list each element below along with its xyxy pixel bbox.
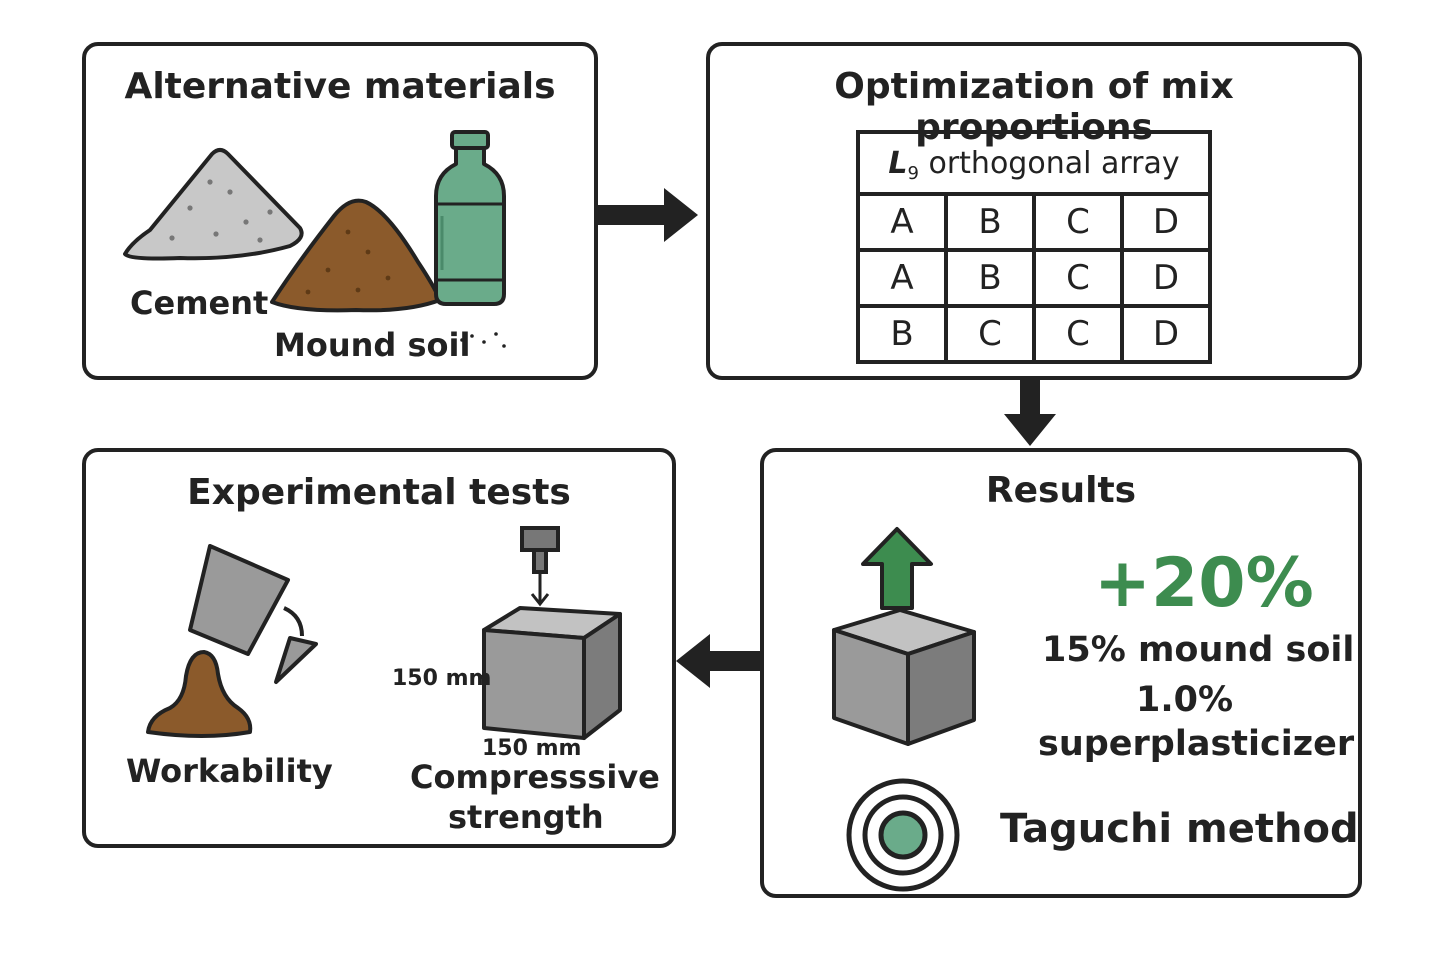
panel-title-tests: Experimental tests <box>187 472 571 513</box>
arrow-left-icon <box>676 634 764 688</box>
concrete-cube-icon <box>832 608 976 746</box>
table-cell: C <box>1032 248 1124 308</box>
plastic-bottle-icon <box>434 130 506 306</box>
green-up-arrow-icon <box>861 527 933 610</box>
compression-press-icon <box>520 526 560 607</box>
table-cell: B <box>856 304 948 364</box>
dimension-width-label: 150 mm <box>482 736 582 761</box>
target-icon <box>846 778 960 892</box>
array-title: orthogonal array <box>918 145 1180 181</box>
table-row: A B C D <box>856 192 1212 252</box>
table-cell: A <box>856 248 948 308</box>
dimension-height-label: 150 mm <box>392 666 492 691</box>
table-cell: D <box>1120 248 1212 308</box>
cement-pile-icon <box>123 148 304 261</box>
slump-heap-icon <box>146 650 253 738</box>
increase-percent: +20% <box>1094 544 1314 623</box>
l9-orthogonal-array-table: L9 orthogonal array A B C D A B C D B C … <box>856 130 1212 364</box>
panel-alternative-materials: Alternative materials Cement Mound soil <box>82 42 598 380</box>
arrow-right-icon <box>596 188 698 242</box>
mound-soil-pile-icon <box>270 198 442 313</box>
result-percent: 1.0% <box>1136 680 1234 720</box>
table-cell: C <box>1032 304 1124 364</box>
table-cell: B <box>944 192 1036 252</box>
table-cell: B <box>944 248 1036 308</box>
panel-title-results: Results <box>985 470 1137 511</box>
panel-title-materials: Alternative materials <box>124 66 556 107</box>
table-cell: A <box>856 192 948 252</box>
table-cell: C <box>944 304 1036 364</box>
array-symbol: L <box>888 145 908 181</box>
array-subscript: 9 <box>907 162 919 184</box>
arrow-down-icon <box>1004 378 1056 446</box>
strength-label: strength <box>448 798 604 836</box>
result-mound-soil: 15% mound soil <box>1042 630 1355 670</box>
soil-specks-icon <box>460 332 506 348</box>
taguchi-method-label: Taguchi method <box>1000 806 1359 852</box>
panel-experimental-tests: Experimental tests Workability 150 mm 15… <box>82 448 676 848</box>
table-row: A B C D <box>856 248 1212 308</box>
panel-results: Results +20% 15% mound soil 1.0% superpl… <box>760 448 1362 898</box>
workability-label: Workability <box>126 752 333 790</box>
table-cell: D <box>1120 192 1212 252</box>
cement-label: Cement <box>130 284 269 322</box>
slump-cone-icon <box>188 544 290 656</box>
array-header: L9 orthogonal array <box>856 130 1212 196</box>
compressive-label: Compresssive <box>410 758 660 796</box>
result-superplasticizer: superplasticizer <box>1038 724 1355 764</box>
table-cell: D <box>1120 304 1212 364</box>
table-cell: C <box>1032 192 1124 252</box>
pour-arrow-icon <box>274 606 318 684</box>
test-cube-icon <box>482 606 622 740</box>
panel-optimization: Optimization of mix proportions L9 ortho… <box>706 42 1362 380</box>
table-row: B C C D <box>856 304 1212 364</box>
mound-soil-label: Mound soil <box>274 326 471 364</box>
